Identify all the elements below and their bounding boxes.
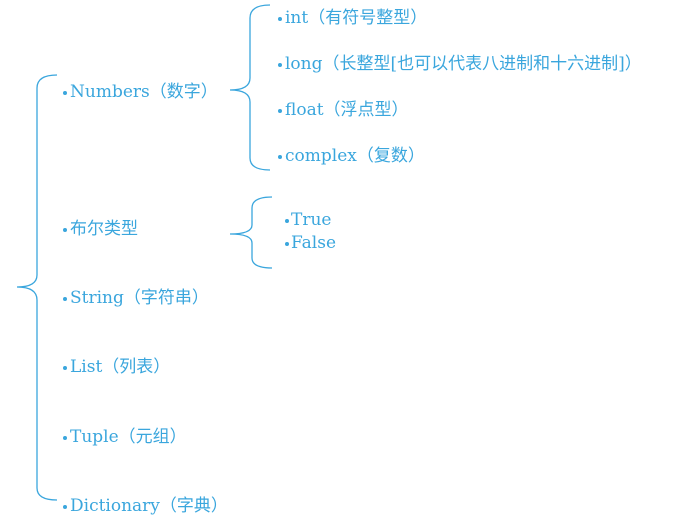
numbers-brace: [229, 4, 271, 171]
root-item-string: String（字符串）: [70, 288, 209, 308]
bullet-dot: [63, 505, 67, 509]
bool-item-false: False: [291, 233, 336, 253]
bool-brace: [229, 196, 273, 269]
bullet-dot: [278, 17, 282, 21]
bullet-dot: [285, 219, 289, 223]
root-item-dictionary: Dictionary（字典）: [70, 496, 228, 516]
bullet-dot: [278, 63, 282, 67]
root-item-bool: 布尔类型: [70, 219, 138, 239]
bullet-dot: [285, 242, 289, 246]
numbers-item-long: long（长整型[也可以代表八进制和十六进制]）: [285, 54, 642, 74]
numbers-item-float: float（浮点型）: [285, 100, 409, 120]
bullet-dot: [63, 366, 67, 370]
numbers-item-complex: complex（复数）: [285, 146, 425, 166]
root-item-list: List（列表）: [70, 357, 171, 377]
root-brace: [16, 74, 58, 501]
bullet-dot: [63, 297, 67, 301]
bullet-dot: [63, 228, 67, 232]
numbers-item-int: int（有符号整型）: [285, 8, 428, 28]
bullet-dot: [63, 91, 67, 95]
bullet-dot: [278, 155, 282, 159]
bullet-dot: [278, 109, 282, 113]
root-item-tuple: Tuple（元组）: [70, 427, 187, 447]
bool-item-true: True: [291, 210, 332, 230]
bullet-dot: [63, 436, 67, 440]
root-item-numbers: Numbers（数字）: [70, 82, 218, 102]
